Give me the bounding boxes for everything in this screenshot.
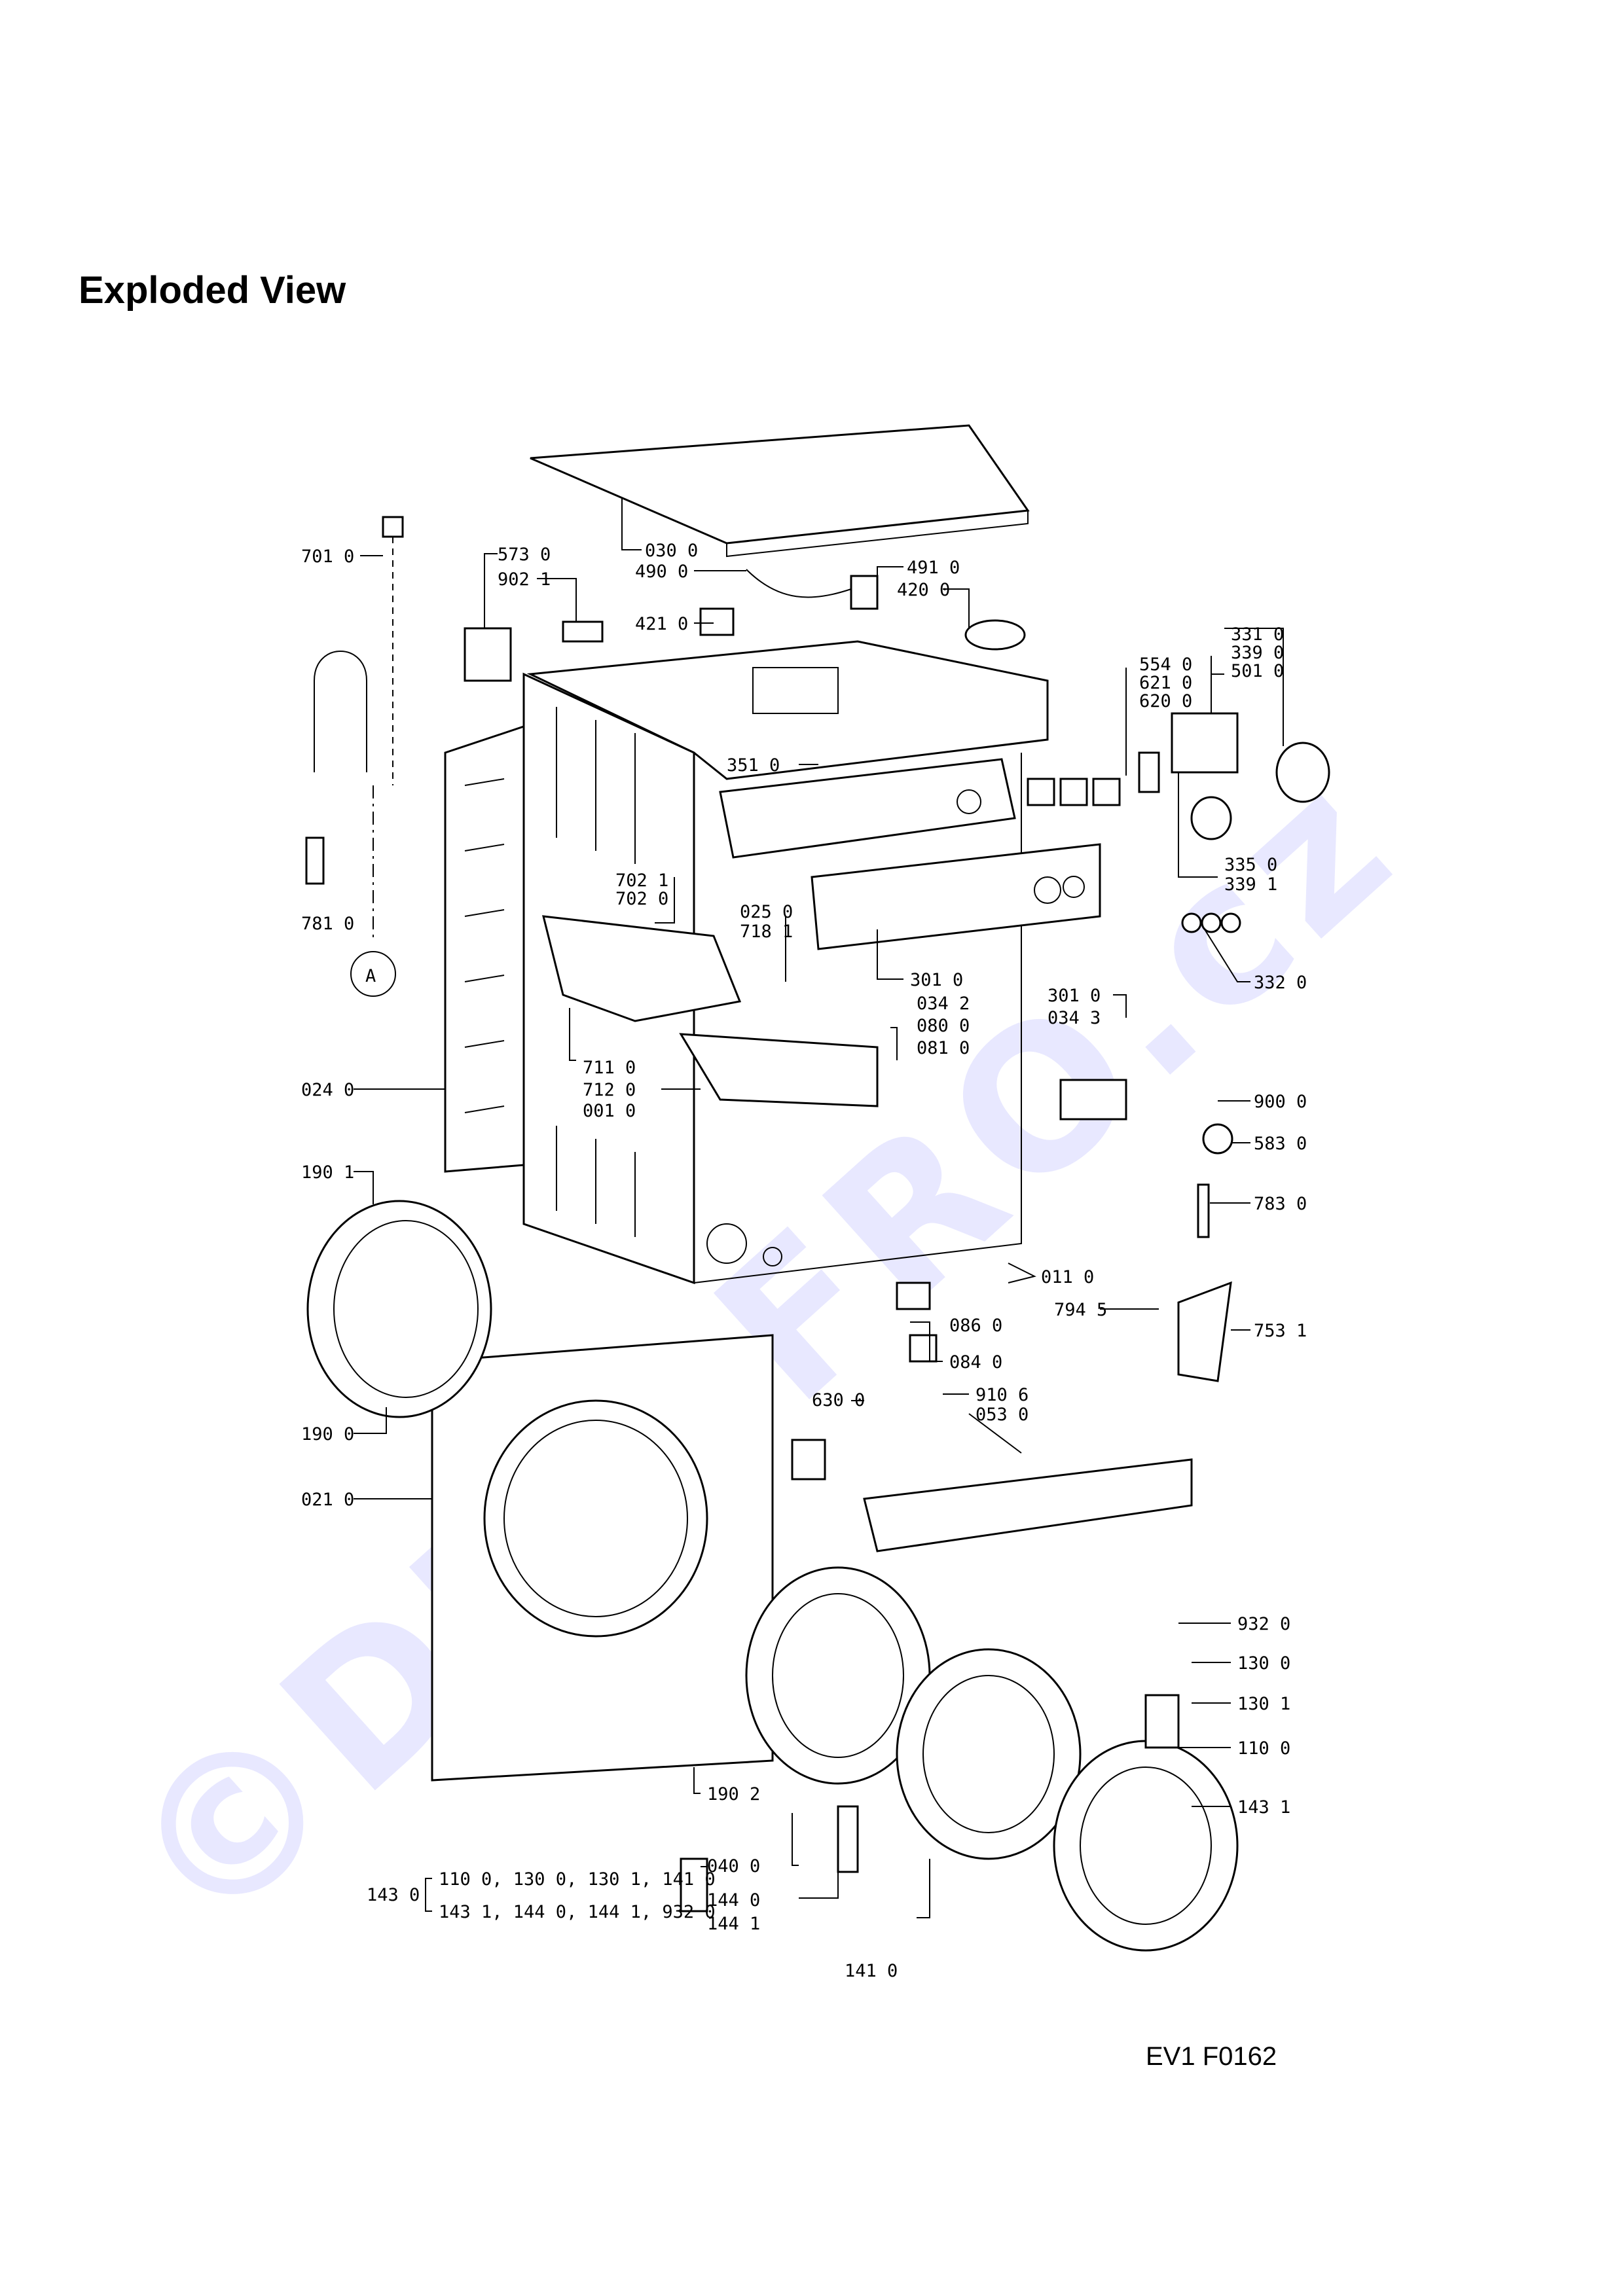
label-190b: 190 0 [301,1424,354,1444]
switches [1027,751,1160,806]
label-702a: 702 1 [615,870,668,891]
page-title: Exploded View [79,269,346,312]
label-351: 351 0 [727,755,780,776]
label-910: 910 6 [976,1385,1029,1405]
label-053: 053 0 [976,1405,1029,1425]
label-086: 086 0 [949,1316,1002,1336]
front-panel [431,1334,774,1782]
leader-lines [354,497,1284,1918]
label-783: 783 0 [1254,1194,1307,1214]
label-712: 712 0 [583,1080,636,1100]
label-001: 001 0 [583,1101,636,1121]
door-lock [791,1079,1233,1480]
part-labels: 030 0 490 0 491 0 420 0 421 0 573 0 902 … [301,541,1307,1981]
door-gasket [306,1200,492,1418]
label-011: 011 0 [1041,1267,1094,1287]
label-900: 900 0 [1254,1092,1307,1112]
label-554: 554 0 [1139,655,1192,675]
label-490: 490 0 [635,562,688,582]
label-332: 332 0 [1254,973,1307,993]
label-144b: 144 1 [707,1914,760,1934]
label-711: 711 0 [583,1058,636,1078]
label-718: 718 1 [740,922,793,942]
control-panel-front [811,843,1101,950]
inlet-valve [464,569,1026,682]
label-331: 331 0 [1231,624,1284,645]
detergent-drawer [679,1033,879,1107]
door-glass [896,1648,1082,1860]
label-620: 620 0 [1139,691,1192,711]
label-190c: 190 2 [707,1784,760,1804]
label-902: 902 1 [498,569,551,590]
inlet-hose [305,516,404,997]
label-753: 753 1 [1254,1321,1307,1341]
label-030: 030 0 [645,541,698,561]
label-702b: 702 0 [615,889,668,909]
timer-module [1171,712,1330,840]
label-034b: 034 3 [1048,1008,1101,1028]
label-621: 621 0 [1139,673,1192,693]
door-outer-ring [1053,1740,1239,1952]
label-110: 110 0 [1237,1738,1290,1759]
label-024: 024 0 [301,1080,354,1100]
kickplate [863,1458,1193,1552]
label-301a: 301 0 [910,970,963,990]
label-141: 141 0 [845,1961,898,1981]
label-339b: 339 1 [1224,874,1277,895]
label-335: 335 0 [1224,855,1277,875]
label-491: 491 0 [907,558,960,578]
label-025: 025 0 [740,902,793,922]
label-190a: 190 1 [301,1162,354,1183]
label-301b: 301 0 [1048,986,1101,1006]
label-kit-line2: 143 1, 144 0, 144 1, 932 0 [439,1902,716,1922]
rear-panel [444,725,525,1173]
label-701: 701 0 [301,547,354,567]
detergent-housing [542,915,742,1022]
label-130a: 130 0 [1237,1653,1290,1674]
label-573: 573 0 [498,545,551,565]
label-143: 143 1 [1237,1797,1290,1818]
reference-symbol-A: A [365,966,376,986]
label-080: 080 0 [917,1016,970,1036]
label-421: 421 0 [635,614,688,634]
drawing-code: EV1 F0162 [1146,2042,1277,2071]
label-630: 630 0 [812,1390,865,1410]
label-339a: 339 0 [1231,643,1284,663]
label-130b: 130 1 [1237,1694,1290,1714]
label-781: 781 0 [301,914,354,934]
label-084: 084 0 [949,1352,1002,1372]
label-081: 081 0 [917,1038,970,1058]
label-021: 021 0 [301,1490,354,1510]
label-040: 040 0 [707,1856,760,1876]
label-kit-line1: 110 0, 130 0, 130 1, 141 0 [439,1869,716,1890]
label-034a: 034 2 [917,994,970,1014]
knob-caps [1181,912,1241,933]
label-kit: 143 0 [367,1885,420,1905]
label-583: 583 0 [1254,1134,1307,1154]
label-501: 501 0 [1231,661,1284,681]
top-cover [530,424,1030,558]
door-hinge [680,1694,1180,1912]
label-932: 932 0 [1237,1614,1290,1634]
control-panel-rear [719,758,1016,859]
label-144a: 144 0 [707,1890,760,1910]
label-420: 420 0 [897,580,950,600]
label-794: 794 5 [1054,1300,1107,1320]
